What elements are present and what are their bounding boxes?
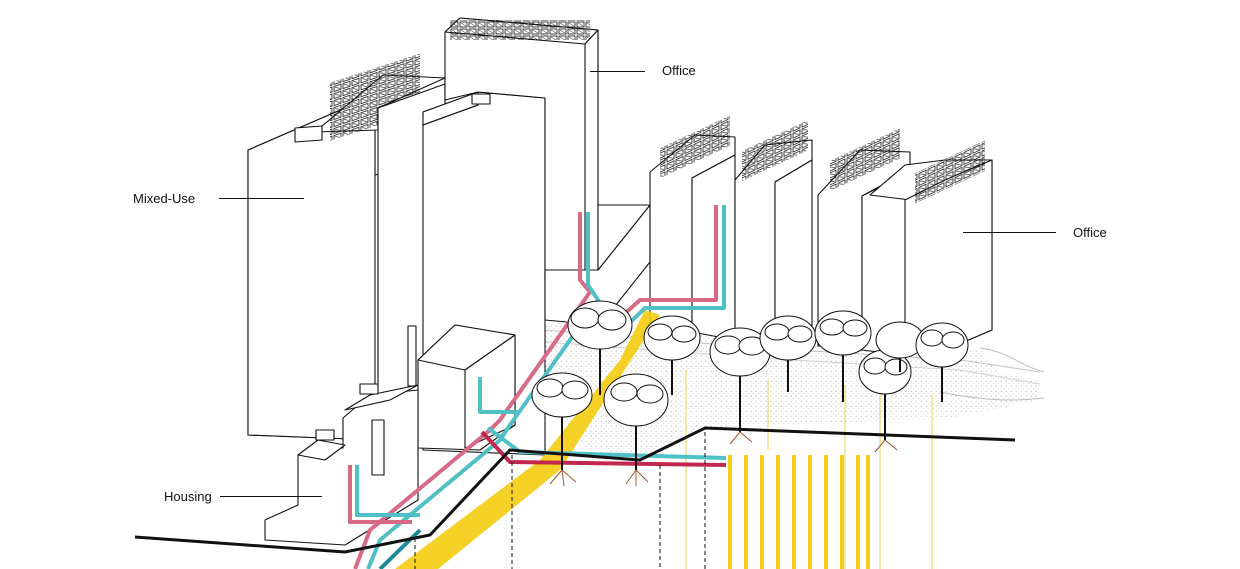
tree [915,322,969,402]
tree [643,315,701,395]
tree [567,300,633,395]
label-office-top: Office [662,63,696,78]
leader-office-right [963,232,1056,233]
leader-office-top [590,71,645,72]
leader-housing [220,496,322,497]
tree [814,310,872,402]
label-mixed-use: Mixed-Use [133,191,196,206]
tree [603,373,669,486]
utility-lines [348,205,727,569]
ground-section-lines [134,426,1016,569]
street-trees [531,300,969,487]
yellow-striped-bars [728,455,870,569]
label-housing: Housing [164,489,212,504]
mixed-use-tower [247,53,446,441]
housing-block [264,383,419,546]
yellow-corridor [395,310,660,569]
light-shafts [685,370,933,569]
label-office-right: Office [1073,225,1107,240]
tree [531,372,593,487]
tree [858,349,912,453]
leader-mixed-use [219,198,304,199]
right-office-cluster [649,115,993,357]
tree [759,315,817,392]
